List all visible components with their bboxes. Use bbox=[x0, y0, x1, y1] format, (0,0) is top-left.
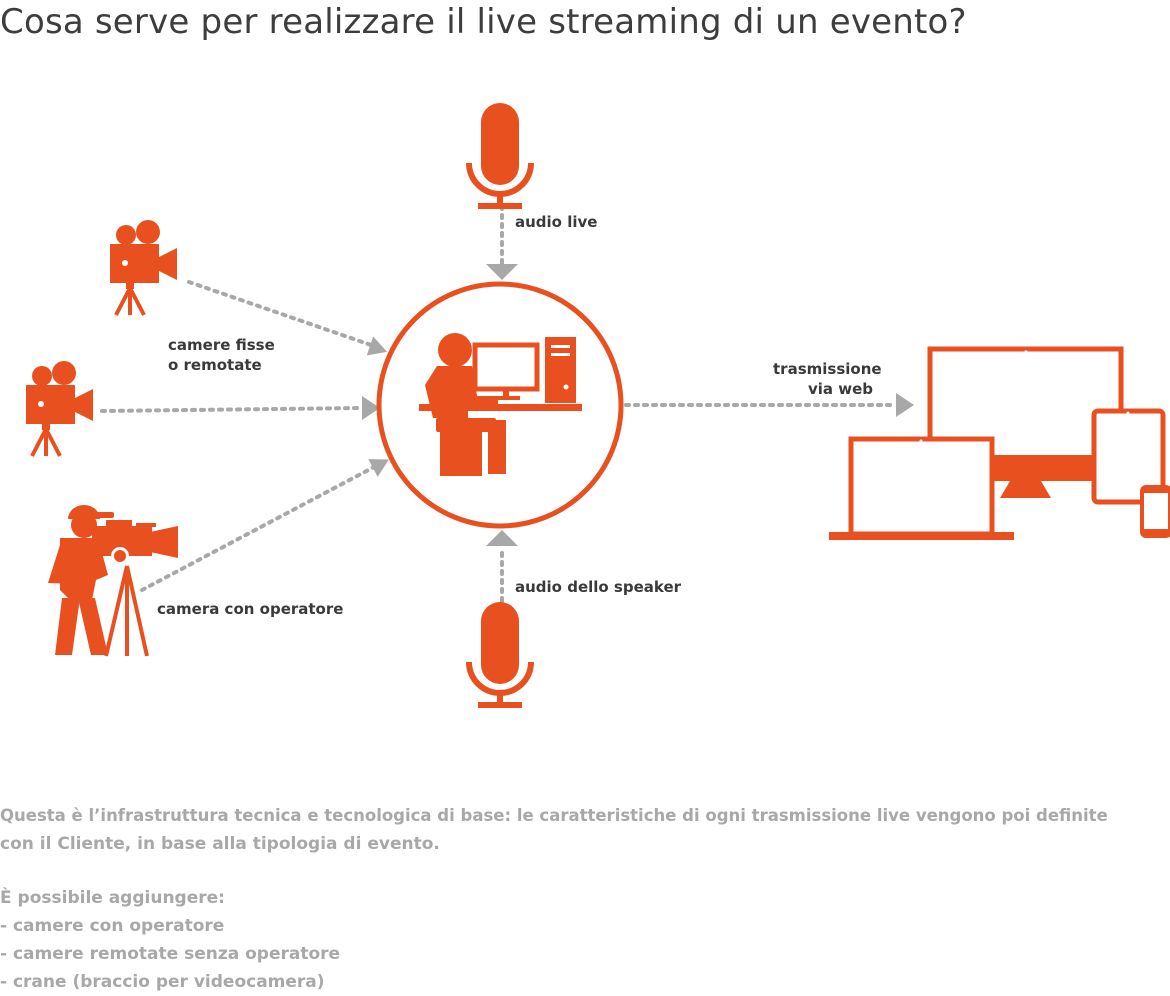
arrow-camera-1 bbox=[187, 280, 388, 356]
devices-icon bbox=[829, 346, 1170, 540]
arrow-web bbox=[624, 393, 914, 417]
video-camera-icon bbox=[24, 359, 95, 458]
label-via-web: via web bbox=[807, 380, 873, 398]
video-camera-icon bbox=[108, 218, 179, 317]
arrow-camera-operator bbox=[140, 459, 389, 592]
microphone-icon bbox=[469, 103, 531, 209]
footer-line-2: con il Cliente, in base alla tipologia d… bbox=[0, 834, 440, 854]
arrow-bottom-mic bbox=[486, 530, 518, 612]
camera-operator-icon bbox=[48, 505, 178, 657]
footer-line-1: Questa è l’infrastruttura tecnica e tecn… bbox=[0, 806, 1108, 825]
flow-arrows bbox=[100, 204, 914, 612]
label-camere-fisse: camere fisse bbox=[168, 336, 275, 354]
microphone-icon bbox=[469, 602, 531, 708]
list-item: - camere remotate senza operatore bbox=[0, 944, 341, 964]
person-at-computer-icon bbox=[376, 281, 624, 529]
arrow-top-mic bbox=[486, 204, 518, 280]
list-item: - crane (braccio per videocamera) bbox=[0, 972, 325, 992]
page-title: Cosa serve per realizzare il live stream… bbox=[0, 2, 967, 42]
list-item: - camere con operatore bbox=[0, 916, 225, 936]
footer-text: Questa è l’infrastruttura tecnica e tecn… bbox=[0, 802, 1170, 996]
arrow-camera-2 bbox=[100, 396, 380, 420]
footer-list: - camere con operatore - camere remotate… bbox=[0, 912, 1170, 996]
footer-intro: È possibile aggiungere: bbox=[0, 888, 225, 908]
label-audio-speaker: audio dello speaker bbox=[515, 578, 682, 596]
label-audio-live: audio live bbox=[515, 213, 598, 231]
label-trasmissione: trasmissione bbox=[773, 360, 882, 378]
label-camera-operatore: camera con operatore bbox=[157, 600, 344, 618]
label-o-remotate: o remotate bbox=[168, 356, 262, 374]
